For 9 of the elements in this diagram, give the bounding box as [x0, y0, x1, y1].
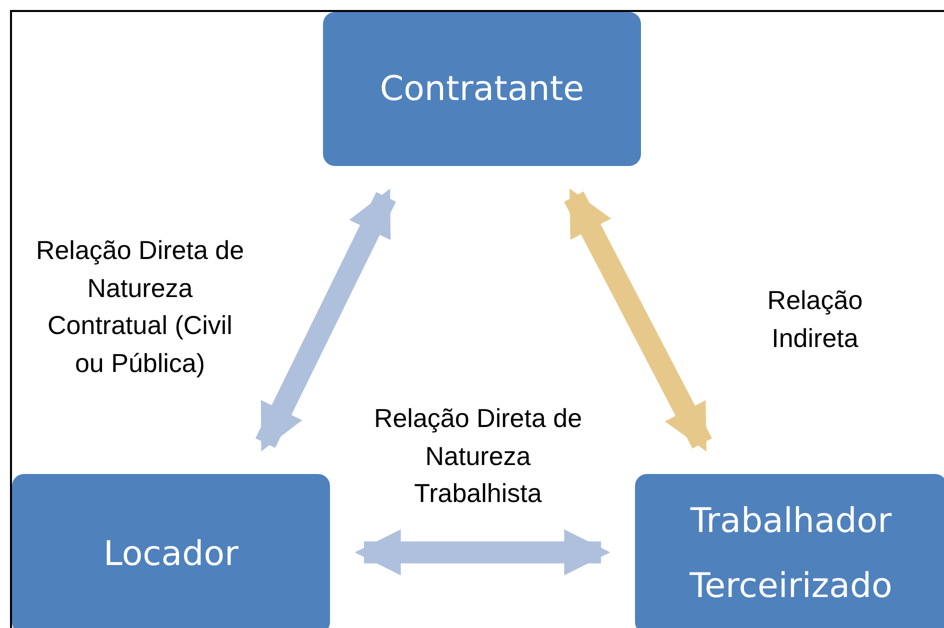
double-arrow [354, 529, 610, 576]
process-box [635, 474, 944, 628]
process-box [323, 12, 641, 166]
box-label: Contratante [380, 68, 584, 111]
double-arrow [564, 188, 712, 452]
box-label: Locador [103, 532, 239, 576]
process-box [12, 474, 330, 628]
box-label: Trabalhador Terceirizado [688, 500, 894, 608]
double-arrow [255, 188, 396, 452]
